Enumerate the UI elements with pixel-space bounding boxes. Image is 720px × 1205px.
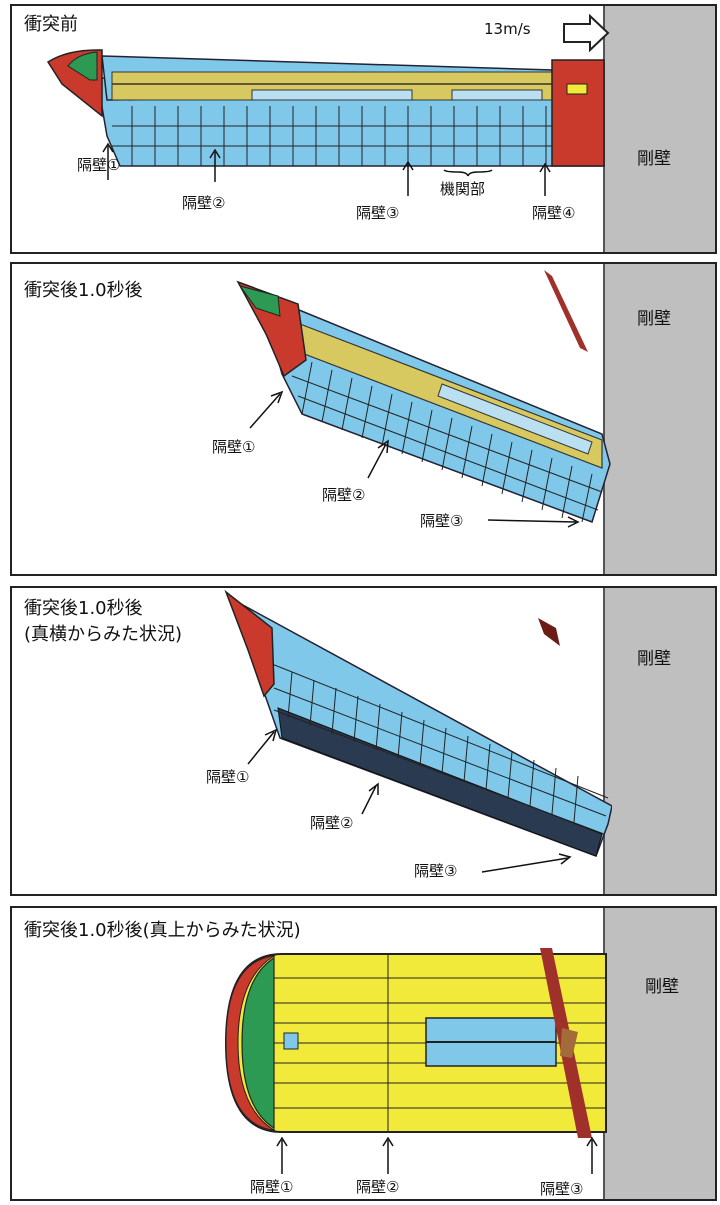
bulkhead-grid [271,663,609,835]
bulkhead-grid [112,106,602,166]
bulkhead-3-label: 隔壁③ [540,1180,584,1198]
bulkhead-2-label: 隔壁② [356,1178,400,1196]
engine-room-label: 機関部 [440,180,486,198]
bow-section [224,589,275,698]
panel-after-1s: 剛壁 衝突後1.0秒後 隔壁 [10,262,717,576]
label-arrows [247,728,572,873]
speed-label: 13m/s [484,20,531,38]
rigid-wall: 剛壁 [603,264,715,574]
label-arrows [249,390,580,528]
bulkhead-1-label: 隔壁① [206,768,250,786]
bulkhead-4-label: 隔壁④ [532,204,576,222]
bulkhead-3-label: 隔壁③ [414,862,458,880]
bulkhead-grid [291,361,603,523]
label-arrows [102,142,551,196]
ship-side-view-lateral [224,589,612,873]
bow-compartment [241,956,275,1130]
panel-title: 衝突後1.0秒後(真上からみた状況) [24,920,301,941]
panel-title: 衝突後1.0秒後 [24,280,143,301]
bulkhead-1-label: 隔壁① [250,1178,294,1196]
label-arrows [276,1136,598,1174]
bulkhead-2-label: 隔壁② [310,814,354,832]
debris [538,618,560,646]
rigid-wall-label: 剛壁 [645,977,679,997]
panel-title: 衝突後1.0秒後 (真横からみた状況) [24,598,183,645]
bulkhead-1-label: 隔壁① [77,156,121,174]
rigid-wall: 剛壁 [603,588,715,894]
rigid-wall-label: 剛壁 [637,309,671,329]
panel-after-1s-side: 剛壁 衝突後1.0秒後 (真横からみた状況) 隔壁① [10,586,717,896]
stern-section [551,59,605,167]
bulkhead-2-label: 隔壁② [182,194,226,212]
panel-title: 衝突前 [24,14,78,35]
bulkhead-2-label: 隔壁② [322,486,366,504]
velocity-arrow-icon [563,13,610,53]
debris [544,270,588,352]
rigid-wall-label: 剛壁 [637,649,671,669]
rigid-wall: 剛壁 [603,6,715,252]
rigid-wall: 剛壁 [603,908,715,1199]
panel-after-1s-top: 剛壁 衝突後1.0秒後(真上からみた状況) [10,906,717,1201]
panel-before-collision: 剛壁 衝突前 13m/s [10,4,717,254]
bulkhead-3-label: 隔壁③ [420,512,464,530]
hull-bottom [277,707,603,857]
ship-top-view [224,948,607,1174]
bulkhead-3-label: 隔壁③ [356,204,400,222]
ship-side-view-before [46,13,610,196]
ship-side-view-after [236,270,611,528]
bulkhead-1-label: 隔壁① [212,438,256,456]
rigid-wall-label: 剛壁 [637,149,671,169]
